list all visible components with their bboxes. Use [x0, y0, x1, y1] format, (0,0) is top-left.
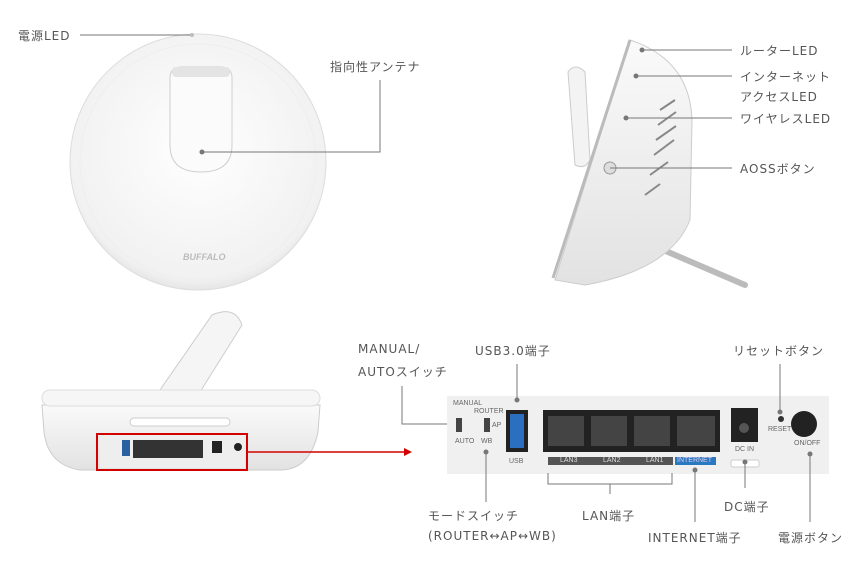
label-manual-auto-2: AUTOスイッチ [358, 365, 448, 379]
panel-reset: RESET [768, 426, 792, 433]
panel-wb: WB [481, 438, 493, 445]
top-view-device [69, 33, 327, 291]
back-panel [447, 396, 829, 474]
label-dc: DC端子 [724, 500, 770, 514]
label-usb: USB3.0端子 [475, 344, 551, 358]
label-power-button: 電源ボタン [778, 531, 844, 545]
panel-router: ROUTER [474, 408, 504, 415]
rear-view-device [41, 311, 412, 471]
callout-lines [80, 34, 811, 522]
label-aoss-button: AOSSボタン [740, 162, 816, 176]
label-internet-led-1: インターネット [740, 70, 832, 84]
panel-usb: USB [509, 458, 524, 465]
label-internet-led-2: アクセスLED [740, 90, 818, 104]
panel-lan2: LAN2 [603, 457, 621, 464]
label-wireless-led: ワイヤレスLED [740, 112, 832, 126]
label-power-led: 電源LED [18, 29, 71, 43]
brand-logo: BUFFALO [183, 252, 226, 262]
panel-manual: MANUAL [453, 400, 483, 407]
label-lan: LAN端子 [582, 509, 636, 523]
label-antenna: 指向性アンテナ [330, 60, 421, 74]
panel-internet: INTERNET [677, 457, 712, 464]
panel-auto: AUTO [455, 438, 475, 445]
label-reset: リセットボタン [733, 344, 825, 358]
panel-lan1: LAN1 [646, 457, 664, 464]
label-mode-switch-2: (ROUTER↔AP↔WB) [428, 529, 557, 543]
side-view-device [551, 39, 748, 288]
label-internet-port: INTERNET端子 [648, 531, 742, 545]
panel-dc-in: DC IN [735, 446, 755, 453]
label-manual-auto-1: MANUAL/ [358, 342, 421, 356]
panel-ap: AP [492, 422, 502, 429]
label-router-led: ルーターLED [740, 44, 819, 58]
panel-on-off: ON/OFF [794, 440, 821, 447]
label-mode-switch-1: モードスイッチ [428, 509, 520, 523]
panel-lan3: LAN3 [560, 457, 578, 464]
